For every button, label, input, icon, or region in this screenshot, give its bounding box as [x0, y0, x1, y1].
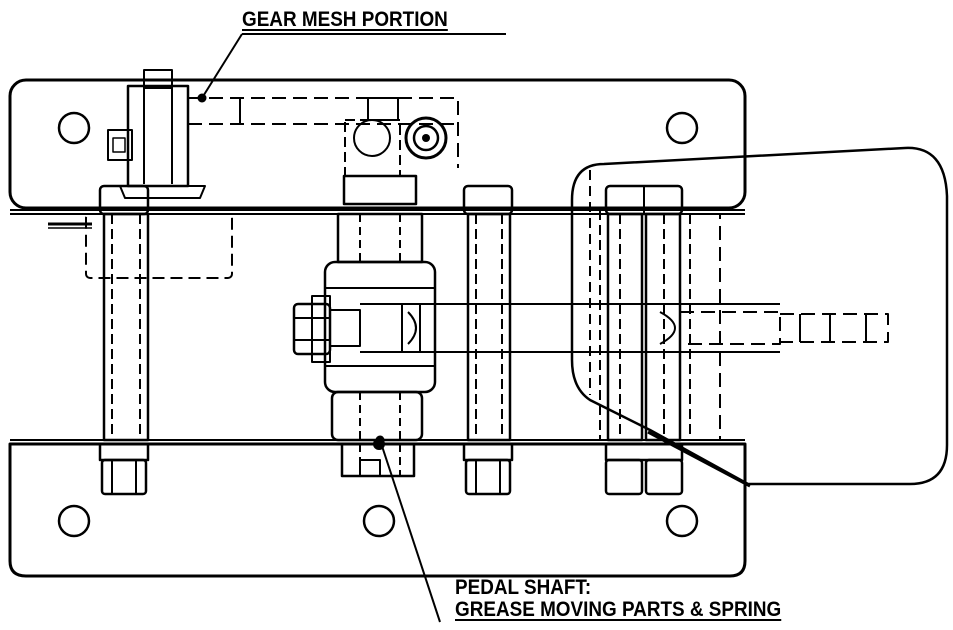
bottom-center-mounting-hole: [362, 504, 396, 538]
middle-standoff: [462, 184, 514, 496]
center-shaft-assembly: [323, 97, 437, 478]
top-mounting-plate: [8, 78, 747, 215]
gear-sensor-block: [48, 69, 459, 279]
connector-icon: [107, 129, 133, 161]
right-double-standoff: [599, 184, 721, 496]
gear-mesh-callout-label: GEAR MESH PORTION: [242, 8, 448, 31]
top-right-mounting-hole: [665, 111, 699, 145]
pedal-shaft-leader: [375, 435, 441, 623]
pedal-pad: [570, 146, 949, 488]
round-nut: [404, 116, 448, 160]
bottom-right-mounting-hole: [665, 504, 699, 538]
gear-mesh-leader: [197, 33, 506, 103]
pedal-shaft-callout-title: PEDAL SHAFT:: [455, 576, 592, 599]
shaft-link: [360, 303, 889, 353]
left-standoff: [98, 184, 150, 496]
pedal-shaft-callout-instruction: GREASE MOVING PARTS & SPRING: [455, 598, 782, 621]
top-left-mounting-hole: [57, 111, 91, 145]
center-bolt: [292, 295, 361, 363]
bottom-left-mounting-hole: [57, 504, 91, 538]
